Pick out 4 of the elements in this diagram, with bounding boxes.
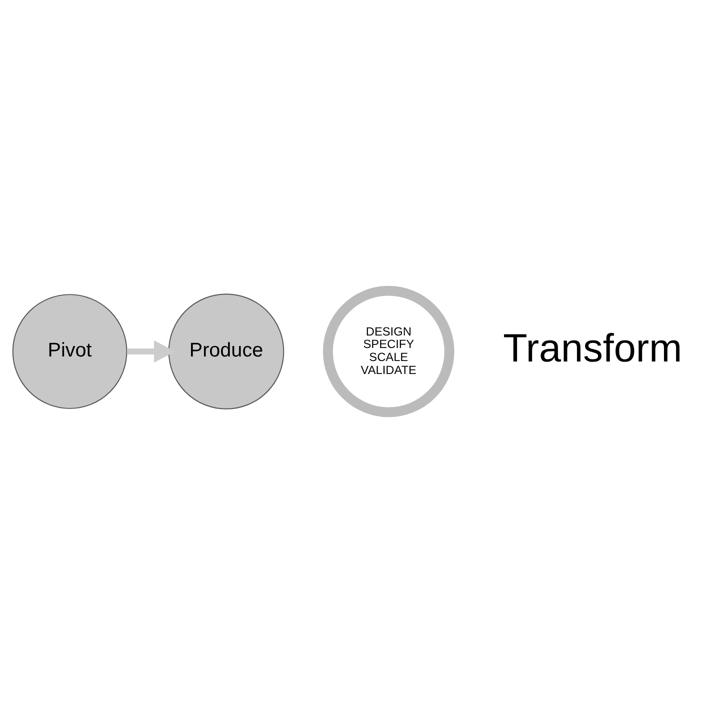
node-circle: DESIGN SPECIFY SCALE VALIDATE [322,286,454,418]
node-circle: Produce [168,294,284,410]
node-circle: Pivot [12,294,128,409]
label: Transform [503,326,682,370]
